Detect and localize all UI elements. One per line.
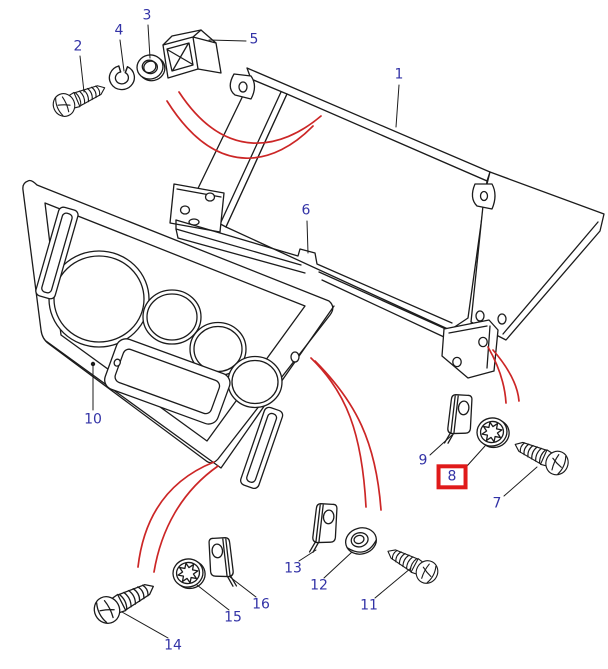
bezel-switch-opening bbox=[104, 338, 231, 425]
panel-bracket-left bbox=[169, 183, 225, 233]
red-locator-arcs bbox=[137, 91, 520, 573]
part-label-16[interactable]: 16 bbox=[252, 596, 270, 613]
leader-lines bbox=[79, 24, 538, 639]
part-label-15[interactable]: 15 bbox=[224, 609, 242, 626]
part-label-12[interactable]: 12 bbox=[310, 577, 328, 594]
part-label-8[interactable]: 8 bbox=[436, 464, 468, 490]
part-label-1[interactable]: 1 bbox=[394, 66, 404, 83]
flat-washer-3 bbox=[136, 54, 166, 82]
part-label-11[interactable]: 11 bbox=[360, 597, 378, 614]
bezel-left-vent-slot bbox=[35, 206, 79, 300]
lock-washer-4 bbox=[108, 65, 136, 91]
part-label-3[interactable]: 3 bbox=[142, 7, 152, 24]
part-label-5[interactable]: 5 bbox=[249, 31, 259, 48]
instrument-bezel bbox=[22, 179, 335, 490]
bush-washer-12 bbox=[345, 527, 377, 555]
star-washer-8 bbox=[473, 414, 513, 452]
part-label-10[interactable]: 10 bbox=[84, 411, 102, 428]
part-label-7[interactable]: 7 bbox=[492, 495, 502, 512]
bezel-right-vent-slot bbox=[240, 406, 284, 490]
star-washer-15 bbox=[169, 555, 209, 593]
spire-clip-13 bbox=[308, 502, 339, 555]
part-label-2[interactable]: 2 bbox=[73, 38, 83, 55]
retainer-box bbox=[162, 29, 222, 79]
screw-14 bbox=[89, 573, 161, 629]
spire-clip-16 bbox=[207, 536, 238, 589]
screw-2 bbox=[49, 76, 110, 121]
dash-panel-housing bbox=[188, 67, 605, 341]
screw-11 bbox=[382, 540, 443, 588]
support-rail bbox=[175, 219, 499, 379]
part-label-9[interactable]: 9 bbox=[418, 452, 428, 469]
screw-7 bbox=[509, 432, 573, 479]
part-label-4[interactable]: 4 bbox=[114, 22, 124, 39]
part-label-14[interactable]: 14 bbox=[164, 637, 182, 654]
part-label-6[interactable]: 6 bbox=[301, 202, 311, 219]
part-label-13[interactable]: 13 bbox=[284, 560, 302, 577]
